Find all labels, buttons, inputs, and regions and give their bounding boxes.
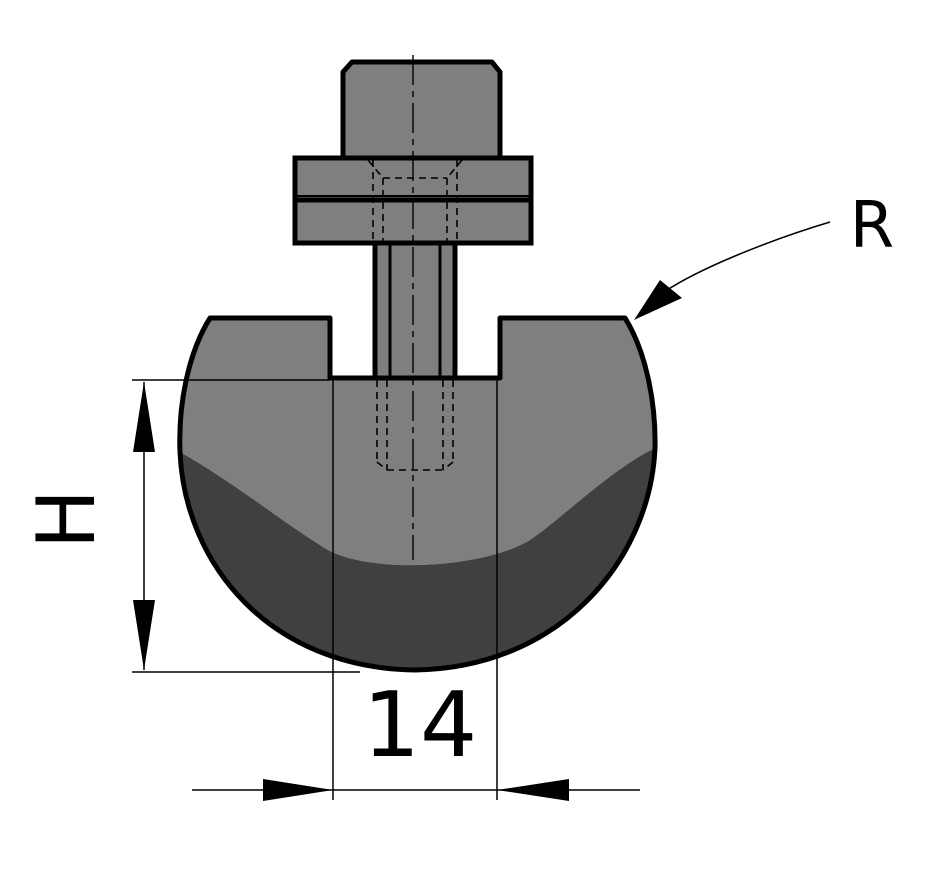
width-label: 14: [363, 673, 478, 778]
radius-label: R: [850, 189, 894, 263]
arrow-height-bottom: [133, 600, 155, 670]
bolt-shank: [372, 240, 458, 381]
body-outline: [177, 315, 658, 673]
radius-leader: [663, 221, 831, 293]
body-lower: [180, 448, 655, 670]
arrow-radius: [634, 280, 682, 320]
height-label: H: [20, 489, 113, 549]
hidden-lines: [367, 159, 463, 471]
arrow-width-left: [263, 779, 333, 801]
arrow-width-right: [497, 779, 569, 801]
arrow-height-top: [133, 382, 155, 452]
bolt-head: [340, 59, 503, 161]
